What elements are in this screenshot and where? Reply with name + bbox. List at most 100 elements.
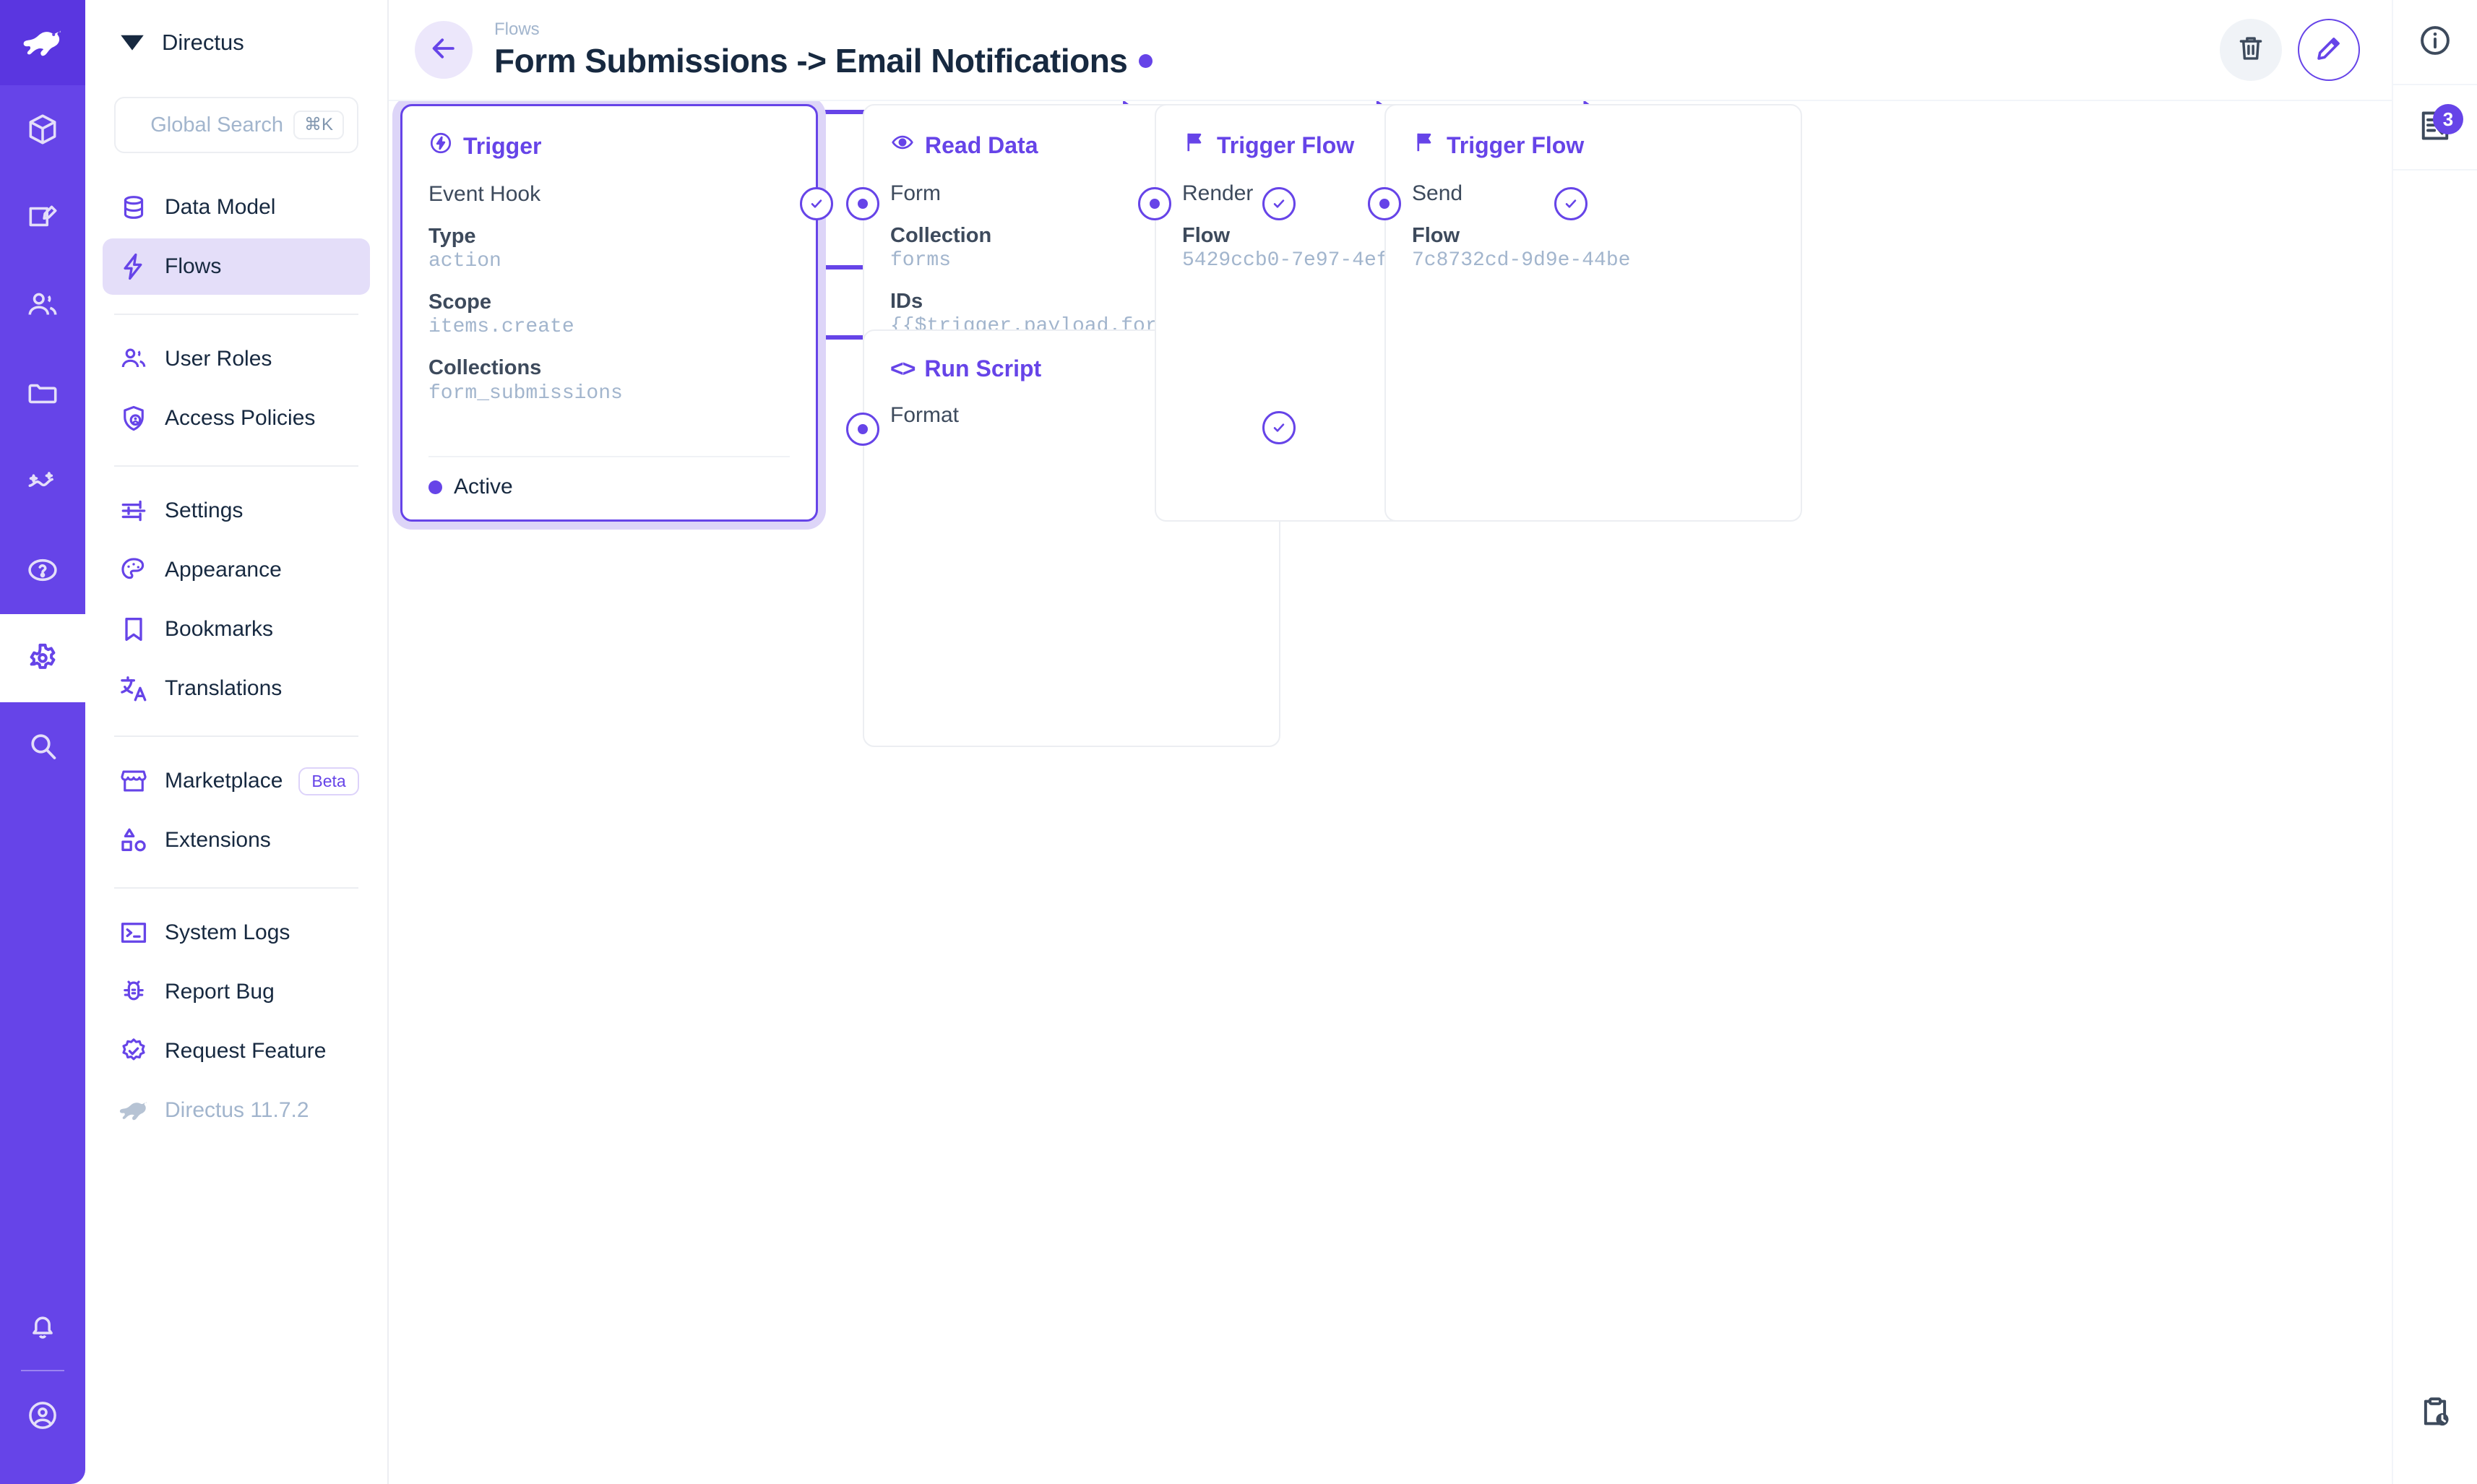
field-key: Type bbox=[428, 224, 476, 248]
sidebar-divider bbox=[114, 887, 358, 889]
bug-icon bbox=[119, 977, 149, 1007]
bolt-icon bbox=[119, 251, 149, 282]
rail-item-files[interactable] bbox=[0, 350, 85, 438]
field-key: Collection bbox=[890, 223, 992, 247]
back-button[interactable] bbox=[415, 21, 473, 79]
node-title-row: Trigger Flow bbox=[1182, 130, 1545, 160]
sidebar-item-label: Report Bug bbox=[165, 980, 275, 1004]
breadcrumb[interactable]: Flows bbox=[494, 19, 540, 39]
sidebar-item-access-policies[interactable]: Access Policies bbox=[103, 390, 370, 447]
rail-item-search[interactable] bbox=[0, 702, 85, 790]
node-subtitle: Format bbox=[890, 403, 960, 427]
settings-sidebar[interactable]: Directus Global Search ⌘K Data Model Flo… bbox=[85, 0, 389, 1484]
rail-item-account[interactable] bbox=[0, 1376, 85, 1455]
node-title-row: Trigger Flow bbox=[1412, 130, 1775, 160]
flow-status-dot bbox=[1139, 53, 1153, 68]
field-key: IDs bbox=[890, 289, 923, 313]
sidebar-item-appearance[interactable]: Appearance bbox=[103, 542, 370, 598]
flow-canvas[interactable]: Trigger Event Hook Type action Scope ite… bbox=[389, 101, 2392, 1484]
sidebar-item-flows[interactable]: Flows bbox=[103, 238, 370, 295]
port-dot bbox=[858, 424, 868, 434]
terminal-icon bbox=[119, 918, 149, 948]
port-dot bbox=[858, 199, 868, 209]
field-key: Collections bbox=[428, 355, 542, 379]
module-rail[interactable] bbox=[0, 0, 85, 1484]
sidebar-item-translations[interactable]: Translations bbox=[103, 660, 370, 717]
port-run-script-resolve[interactable] bbox=[1262, 411, 1296, 444]
sidebar-item-label: Translations bbox=[165, 676, 283, 700]
port-dot bbox=[1150, 199, 1160, 209]
node-title-label: Trigger Flow bbox=[1447, 131, 1585, 158]
rail-item-content[interactable] bbox=[0, 173, 85, 262]
port-trigger-flow-render-resolve[interactable] bbox=[1554, 187, 1588, 220]
search-input[interactable]: Global Search ⌘K bbox=[114, 97, 358, 153]
directus-rabbit-logo[interactable] bbox=[0, 0, 85, 85]
users-icon bbox=[119, 344, 149, 374]
sidebar-item-data-model[interactable]: Data Model bbox=[103, 179, 370, 236]
sidebar-item-marketplace[interactable]: Marketplace Beta bbox=[103, 753, 370, 809]
marketplace-beta-badge: Beta bbox=[298, 767, 359, 795]
sidebar-divider bbox=[114, 465, 358, 467]
shield-person-icon bbox=[119, 403, 149, 433]
tune-icon bbox=[119, 496, 149, 526]
port-trigger-flow-send-input[interactable] bbox=[1368, 187, 1401, 220]
rail-item-box[interactable] bbox=[0, 85, 85, 173]
port-run-script-input[interactable] bbox=[846, 413, 879, 446]
sidebar-item-report-bug[interactable]: Report Bug bbox=[103, 964, 370, 1020]
sidebar-version: Directus 11.7.2 bbox=[103, 1082, 370, 1139]
port-trigger-resolve[interactable] bbox=[800, 187, 833, 220]
flow-node-trigger-flow-send[interactable]: Trigger Flow Send Flow 7c8732cd-9d9e-44b… bbox=[1384, 104, 1802, 522]
edit-button[interactable] bbox=[2298, 19, 2360, 81]
delete-button[interactable] bbox=[2220, 19, 2282, 81]
page-title: Form Submissions -> Email Notifications bbox=[494, 42, 1128, 80]
brand-label: Directus bbox=[162, 30, 244, 55]
sidebar-item-label: Request Feature bbox=[165, 1039, 327, 1063]
rail-item-users[interactable] bbox=[0, 262, 85, 350]
port-read-data-resolve[interactable] bbox=[1262, 187, 1296, 220]
node-subtitle: Form bbox=[890, 181, 941, 205]
bookmark-icon bbox=[119, 614, 149, 644]
rail-item-insights[interactable] bbox=[0, 438, 85, 526]
sidebar-item-bookmarks[interactable]: Bookmarks bbox=[103, 601, 370, 657]
header-actions bbox=[2220, 19, 2360, 81]
logs-badge: 3 bbox=[2433, 104, 2463, 134]
port-trigger-flow-render-input[interactable] bbox=[1138, 187, 1171, 220]
field-value: items.create bbox=[428, 316, 574, 339]
rail-item-help[interactable] bbox=[0, 526, 85, 614]
rail-item-settings[interactable] bbox=[0, 614, 85, 702]
field-value: action bbox=[428, 250, 501, 273]
rail-item-notifications[interactable] bbox=[0, 1286, 85, 1366]
node-title-label: Run Script bbox=[924, 355, 1042, 381]
node-title-row: <> Run Script bbox=[890, 355, 1253, 382]
info-button[interactable] bbox=[2392, 0, 2477, 85]
node-title-row: Trigger bbox=[428, 131, 790, 161]
port-read-data-input[interactable] bbox=[846, 187, 879, 220]
sidebar-item-user-roles[interactable]: User Roles bbox=[103, 331, 370, 387]
verified-icon bbox=[119, 1036, 149, 1066]
search-placeholder: Global Search bbox=[150, 113, 283, 137]
node-title-label: Trigger bbox=[463, 132, 542, 159]
right-sidebar[interactable]: 3 bbox=[2392, 0, 2477, 1484]
sidebar-item-settings[interactable]: Settings bbox=[103, 483, 370, 539]
sidebar-item-label: Marketplace bbox=[165, 769, 283, 793]
activity-button[interactable] bbox=[2392, 1371, 2477, 1457]
sidebar-item-label: Settings bbox=[165, 499, 244, 522]
directus-rabbit-icon bbox=[119, 1095, 149, 1126]
field-key: Scope bbox=[428, 290, 492, 314]
sidebar-item-label: Data Model bbox=[165, 195, 276, 219]
title-block: Flows Form Submissions -> Email Notifica… bbox=[494, 20, 1153, 81]
sidebar-item-request-feature[interactable]: Request Feature bbox=[103, 1023, 370, 1079]
edit-pencil-icon bbox=[2313, 33, 2345, 68]
sidebar-item-extensions[interactable]: Extensions bbox=[103, 812, 370, 868]
logs-button[interactable]: 3 bbox=[2392, 85, 2477, 171]
search-shortcut-kbd: ⌘K bbox=[293, 111, 344, 139]
translate-icon bbox=[119, 673, 149, 704]
port-dot bbox=[1379, 199, 1390, 209]
rail-divider bbox=[21, 1370, 64, 1371]
sidebar-item-label: Flows bbox=[165, 254, 222, 278]
rail-bottom-group bbox=[0, 1286, 85, 1484]
clipboard-clock-icon bbox=[2417, 1394, 2453, 1434]
flow-node-trigger[interactable]: Trigger Event Hook Type action Scope ite… bbox=[400, 104, 818, 522]
sidebar-item-system-logs[interactable]: System Logs bbox=[103, 905, 370, 961]
status-label: Active bbox=[454, 475, 513, 499]
